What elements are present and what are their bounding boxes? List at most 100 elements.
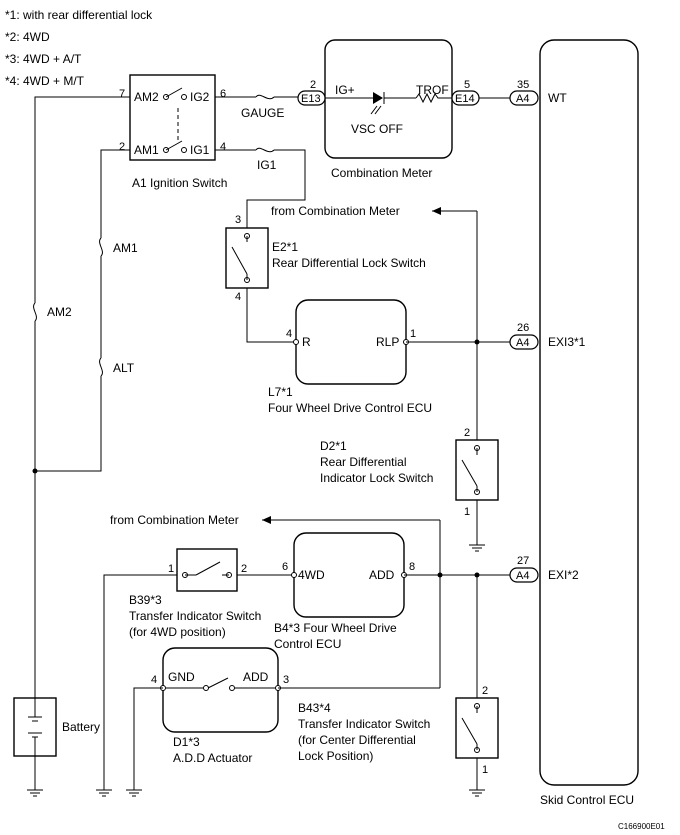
rear-diff-lock-switch: 3 4 E2*1 Rear Differential Lock Switch xyxy=(225,214,426,343)
pin-number: 27 xyxy=(517,555,529,567)
switch-id: E2*1 xyxy=(272,240,298,254)
pin-number: 4 xyxy=(220,141,226,153)
fuse-label: GAUGE xyxy=(241,106,284,120)
pin xyxy=(291,572,297,578)
terminal-label: WT xyxy=(548,91,567,105)
pin-number: 4 xyxy=(151,674,157,686)
switch-id: B39*3 xyxy=(129,593,162,607)
contact xyxy=(181,94,187,100)
fuse-alt: ALT xyxy=(97,357,135,377)
pin xyxy=(293,339,299,345)
switch-body xyxy=(176,548,238,592)
note-4: *4: 4WD + M/T xyxy=(5,74,85,88)
wire-am1 xyxy=(35,149,130,472)
ignition-switch-label: A1 Ignition Switch xyxy=(132,176,227,190)
pin-number: 1 xyxy=(482,764,488,776)
wire-am2 xyxy=(34,96,130,698)
fuse-label: AM1 xyxy=(113,241,138,255)
pin-number: 1 xyxy=(168,563,174,575)
switch-blade xyxy=(461,459,478,487)
ground-icon xyxy=(96,789,112,797)
note-2: *2: 4WD xyxy=(5,30,50,44)
switch-name: Rear Differential Lock Switch xyxy=(272,256,426,270)
light-ray xyxy=(374,105,382,115)
in-label: 4WD xyxy=(298,568,325,582)
skid-ecu-label: Skid Control ECU xyxy=(540,793,634,807)
transfer-switch-b43: 2 1 B43*4 Transfer Indicator Switch (for… xyxy=(298,575,499,790)
actuator-name: A.D.D Actuator xyxy=(173,751,252,765)
ground-wire xyxy=(103,574,177,790)
ground-icon xyxy=(27,789,43,797)
combination-meter-label: Combination Meter xyxy=(331,166,432,180)
annotation-text: from Combination Meter xyxy=(110,513,239,527)
ecu-name-2: Control ECU xyxy=(274,637,341,651)
fuse-label: IG1 xyxy=(257,158,277,172)
power-wiring: AM2 AM1 ALT GAUGE IG1 xyxy=(31,94,306,790)
switch-name-1: Transfer Indicator Switch xyxy=(298,717,430,731)
transfer-switch-b39: 1 2 B39*3 Transfer Indicator Switch (for… xyxy=(103,548,294,790)
connector-wt: A4 35 WT xyxy=(509,79,567,106)
pin-am1: AM1 xyxy=(134,143,159,157)
arrow-left-icon xyxy=(432,207,441,215)
connector-label: A4 xyxy=(516,570,529,582)
pin-number: 26 xyxy=(517,322,529,334)
fuse-am1: AM1 xyxy=(97,237,138,257)
switch-blade xyxy=(165,87,183,98)
terminal-label: EXI*2 xyxy=(548,568,579,582)
connector-label: A4 xyxy=(516,337,529,349)
pin-ig1: IG1 xyxy=(190,143,210,157)
fwd-ecu-l7: R 4 RLP 1 L7*1 Four Wheel Drive Control … xyxy=(268,299,510,415)
annotation-text: from Combination Meter xyxy=(271,204,400,218)
pin-number: 8 xyxy=(409,561,415,573)
from-combination-meter-1: from Combination Meter xyxy=(271,204,478,440)
ground-icon xyxy=(469,789,485,797)
connector-label: E13 xyxy=(301,93,321,105)
switch-name-2: (for Center Differential xyxy=(298,733,416,747)
fuse-label: AM2 xyxy=(47,305,72,319)
resistor-icon xyxy=(415,92,452,104)
connector-label: A4 xyxy=(516,93,529,105)
pin-am2: AM2 xyxy=(134,90,159,104)
fuse-am2: AM2 xyxy=(31,302,72,322)
switch-blade xyxy=(231,246,248,275)
switch-name-1: Rear Differential xyxy=(320,455,406,469)
out-label: ADD xyxy=(369,568,395,582)
switch-id: D2*1 xyxy=(320,439,347,453)
led-icon xyxy=(373,92,383,104)
connector-exi: A4 27 EXI*2 xyxy=(509,555,579,583)
skid-ecu-body xyxy=(539,39,639,786)
connector-exi3: A4 26 EXI3*1 xyxy=(509,322,586,350)
fuse-label: ALT xyxy=(113,361,135,375)
pin-number: 2 xyxy=(464,427,470,439)
pin-ig2: IG2 xyxy=(190,90,210,104)
contact xyxy=(203,685,209,691)
wire-ig1-out xyxy=(246,149,306,228)
switch-name-1: Transfer Indicator Switch xyxy=(129,609,261,623)
connector-label: E14 xyxy=(455,93,475,105)
gnd-label: GND xyxy=(168,670,195,684)
battery-label: Battery xyxy=(62,720,100,734)
ground-wire xyxy=(133,687,163,790)
switch-blade xyxy=(195,561,221,576)
pin-number: 6 xyxy=(282,561,288,573)
connector-a4 xyxy=(509,567,539,583)
actuator-id: D1*3 xyxy=(173,735,200,749)
switch-name-2: (for 4WD position) xyxy=(129,625,226,639)
pin-number: 1 xyxy=(464,506,470,518)
fwd-ecu-b4: 4WD 6 ADD 8 B4*3 Four Wheel Drive Contro… xyxy=(274,532,510,651)
pin-number: 2 xyxy=(310,79,316,91)
junction-dot xyxy=(474,339,480,345)
switch-blade xyxy=(165,140,183,151)
add-actuator: GND 4 ADD 3 D1*3 A.D.D Actuator xyxy=(133,647,440,790)
pin-number: 2 xyxy=(119,141,125,153)
switch-name-3: Lock Position) xyxy=(298,749,373,763)
pin-number: 3 xyxy=(235,214,241,226)
contact xyxy=(229,685,235,691)
add-label: ADD xyxy=(243,670,269,684)
pin-number: 7 xyxy=(119,88,125,100)
note-1: *1: with rear differential lock xyxy=(5,8,153,22)
note-3: *3: 4WD + A/T xyxy=(5,52,82,66)
figure-code: C166900E01 xyxy=(618,822,665,831)
pin-number: 5 xyxy=(464,79,470,91)
